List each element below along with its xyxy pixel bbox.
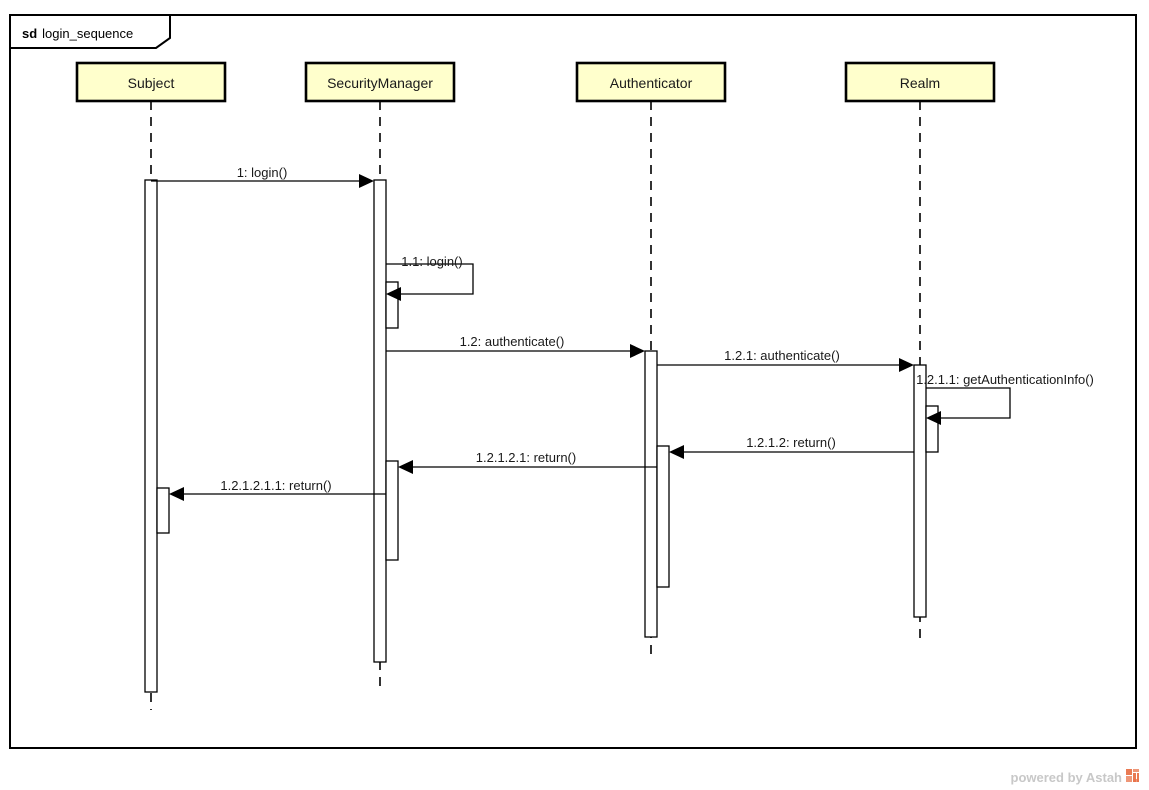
frame-border — [9, 14, 1137, 749]
interaction-frame — [9, 14, 1137, 749]
message-arrowhead — [398, 460, 413, 474]
message-line — [386, 263, 474, 295]
lifeline-head-subject[interactable]: Subject — [75, 61, 227, 103]
lifeline-head-authenticator[interactable]: Authenticator — [575, 61, 727, 103]
message-label-m1: 1: login() — [237, 165, 288, 180]
message-label-m2: 1.1: login() — [401, 254, 462, 269]
lifeline-box[interactable] — [304, 61, 456, 103]
message-label-m6: 1.2.1.2: return() — [746, 435, 836, 450]
lifeline-head-securitymanager[interactable]: SecurityManager — [304, 61, 456, 103]
logo-cell — [1133, 769, 1139, 772]
activation-bar-securitymanager — [385, 460, 399, 561]
message-line — [926, 387, 1011, 419]
activation-bars — [144, 179, 939, 693]
logo-cell — [1126, 776, 1132, 782]
frame-tab — [9, 14, 171, 49]
activation-bar-subject — [144, 179, 158, 693]
messages — [151, 174, 1011, 501]
watermark: powered by Astah — [1011, 769, 1139, 785]
message-label-m5: 1.2.1.1: getAuthenticationInfo() — [916, 372, 1094, 387]
logo-cell — [1126, 769, 1132, 775]
message-m2 — [386, 263, 474, 301]
lifeline-label: SecurityManager — [327, 75, 433, 91]
message-arrowhead — [169, 487, 184, 501]
message-arrowhead — [630, 344, 645, 358]
message-m8 — [169, 487, 386, 501]
lifeline-label: Subject — [128, 75, 175, 91]
message-m7 — [398, 460, 657, 474]
lifeline-label: Authenticator — [610, 75, 693, 91]
message-m1 — [151, 174, 374, 188]
message-labels: 1: login() 1.1: login() 1.2: authenticate(… — [220, 165, 1094, 493]
logo-cell — [1133, 773, 1136, 782]
message-m3 — [386, 344, 645, 358]
message-arrowhead — [899, 358, 914, 372]
frame-kind-label: sd — [22, 26, 37, 41]
activation-bar-realm — [913, 364, 927, 618]
message-arrowhead — [359, 174, 374, 188]
message-m4 — [657, 358, 914, 372]
activation-bar-realm — [925, 405, 939, 453]
activation-bar-subject — [156, 487, 170, 534]
activation-bar-securitymanager — [373, 179, 387, 663]
activation-bar-authenticator — [656, 445, 670, 588]
message-label-m4: 1.2.1: authenticate() — [724, 348, 840, 363]
lifeline-box[interactable] — [75, 61, 227, 103]
message-label-m3: 1.2: authenticate() — [460, 334, 565, 349]
activation-bar-securitymanager — [385, 281, 399, 329]
message-arrowhead — [926, 411, 941, 425]
message-arrowhead — [669, 445, 684, 459]
logo-cell — [1133, 779, 1139, 782]
activation-bar-authenticator — [644, 350, 658, 638]
message-m5 — [926, 387, 1011, 425]
lifeline-box[interactable] — [575, 61, 727, 103]
watermark-label: powered by Astah — [1011, 770, 1123, 785]
message-label-m8: 1.2.1.2.1.1: return() — [220, 478, 331, 493]
lifeline-box[interactable] — [844, 61, 996, 103]
logo-cell — [1137, 777, 1139, 782]
logo-cell — [1137, 773, 1139, 777]
message-arrowhead — [386, 287, 401, 301]
lifeline-heads: Subject SecurityManager Authenticator Realm — [75, 61, 996, 103]
lifeline-head-realm[interactable]: Realm — [844, 61, 996, 103]
astah-logo — [1126, 769, 1139, 782]
message-label-m7: 1.2.1.2.1: return() — [476, 450, 576, 465]
message-m6 — [669, 445, 914, 459]
frame-name-label: login_sequence — [42, 26, 133, 41]
lifeline-label: Realm — [900, 75, 940, 91]
